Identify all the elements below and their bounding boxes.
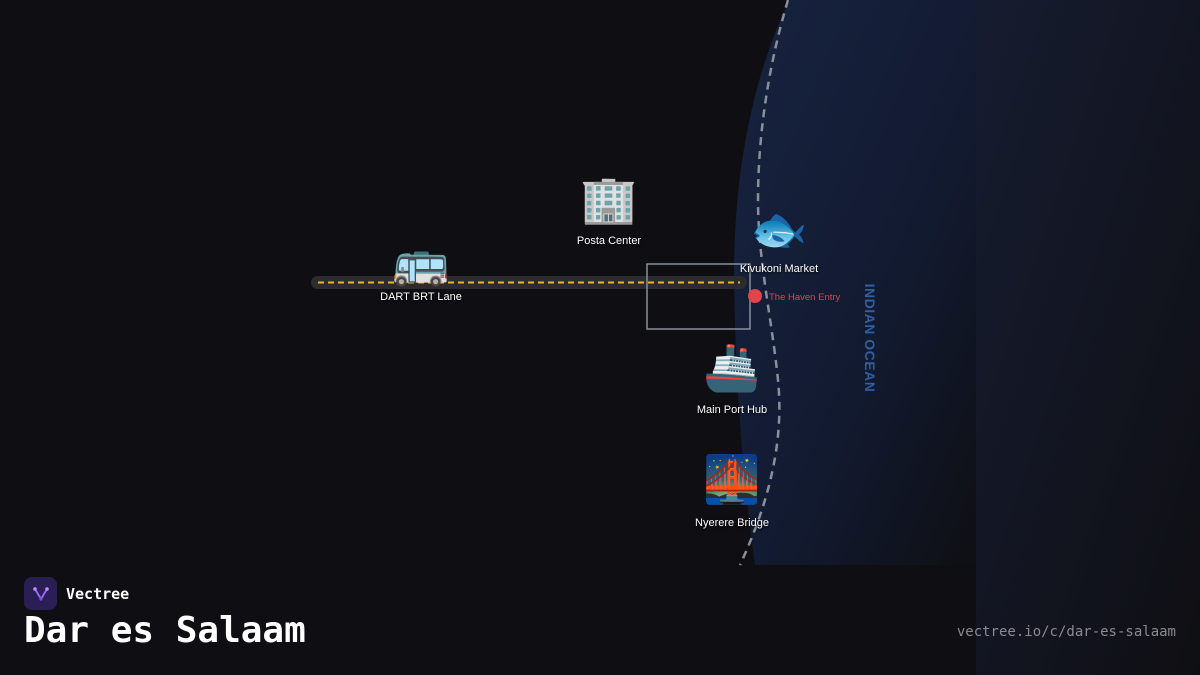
landmark-label-dart-brt-lane: DART BRT Lane <box>380 291 462 303</box>
ocean-region <box>734 0 976 565</box>
landmark-label-nyerere-bridge: Nyerere Bridge <box>695 517 769 529</box>
haven-entry-label: The Haven Entry <box>769 292 841 303</box>
landmark-label-main-port-hub: Main Port Hub <box>696 404 768 416</box>
bus-icon[interactable]: 🚌 <box>392 234 450 288</box>
brand[interactable]: Vectree <box>24 577 129 610</box>
page-url[interactable]: vectree.io/c/dar-es-salaam <box>956 624 1176 640</box>
coastline <box>738 0 790 566</box>
landmark-label-kivukoni-market: Kivukoni Market <box>739 263 819 275</box>
bridge-at-night-icon[interactable]: 🌉 <box>703 452 761 506</box>
fish-icon[interactable]: 🐟 <box>750 202 808 256</box>
city-title: Dar es Salaam <box>24 610 306 651</box>
ship-icon[interactable]: 🚢 <box>703 340 761 394</box>
vectree-logo-icon <box>24 577 57 610</box>
landmark-label-posta-center: Posta Center <box>576 235 642 247</box>
haven-entry-marker[interactable] <box>748 289 762 303</box>
office-building-icon[interactable]: 🏢 <box>580 172 638 226</box>
ocean-label: INDIAN OCEAN <box>862 283 878 393</box>
brand-name: Vectree <box>66 584 130 603</box>
ocean-outer-region <box>976 0 1200 675</box>
